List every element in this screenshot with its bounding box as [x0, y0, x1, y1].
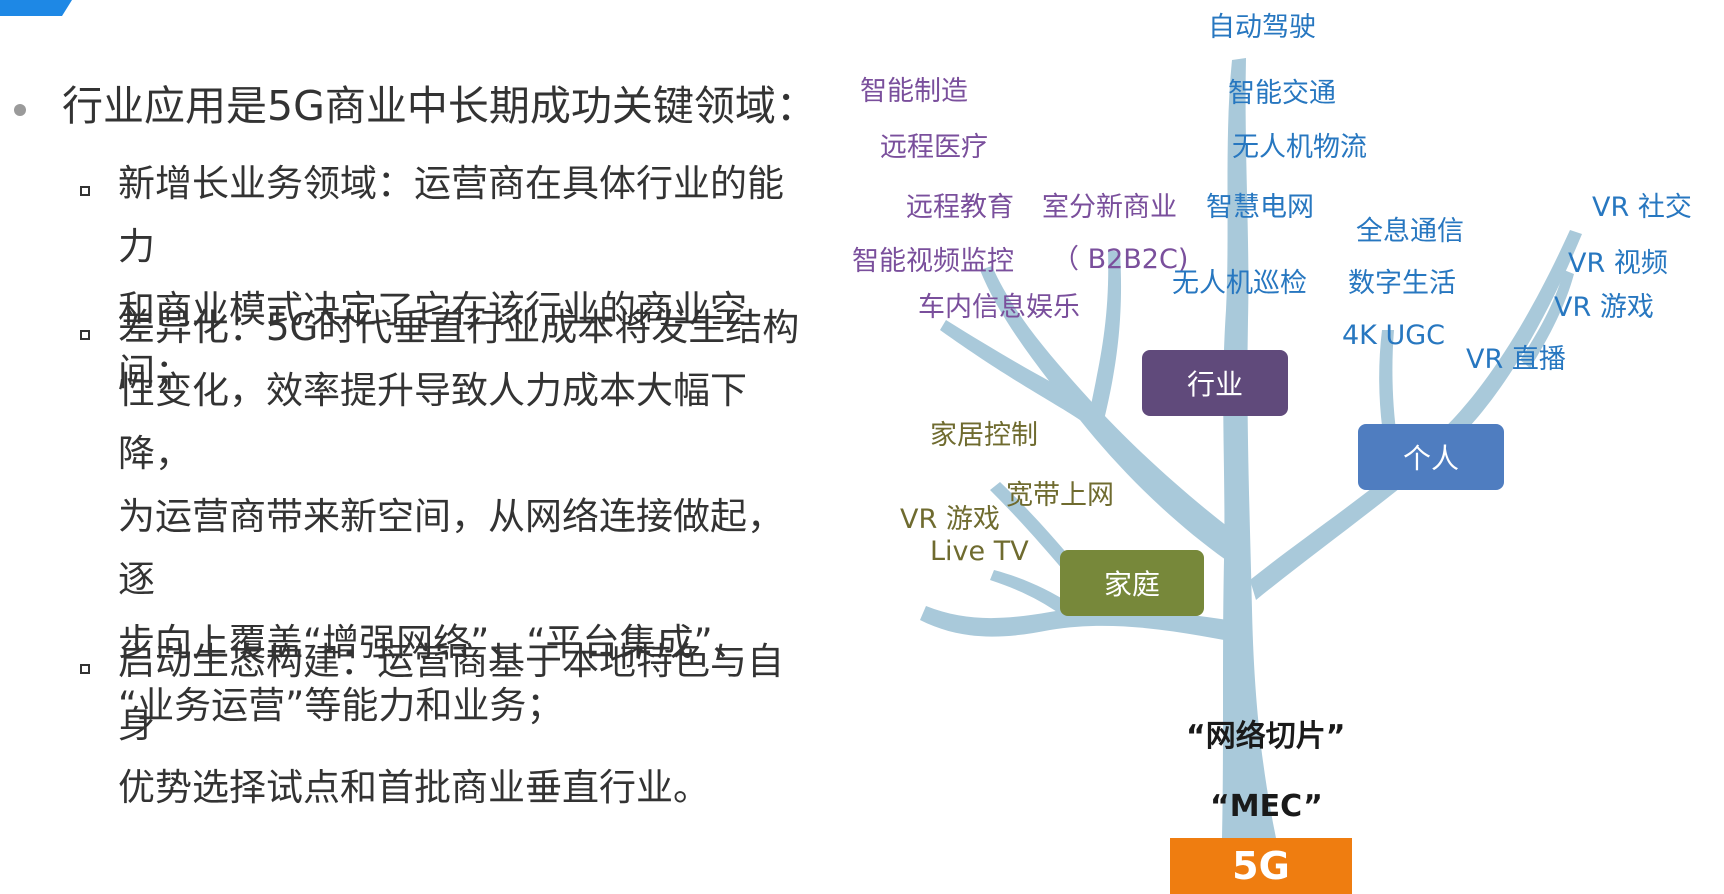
industry-item: （ B2B2C) — [1052, 244, 1189, 275]
industry-item: 无人机巡检 — [1172, 268, 1307, 299]
industry-item: 智能制造 — [860, 76, 968, 107]
mec-label: “MEC” — [1210, 789, 1323, 824]
home-item: 宽带上网 — [1006, 480, 1114, 511]
personal-item: VR 社交 — [1592, 192, 1692, 223]
home-item: 家居控制 — [930, 420, 1038, 451]
square-bullet-icon — [80, 186, 90, 196]
personal-item: 全息通信 — [1356, 216, 1464, 247]
industry-item: 车内信息娱乐 — [918, 292, 1080, 323]
industry-item: 智能视频监控 — [852, 246, 1014, 277]
personal-item: VR 视频 — [1568, 248, 1668, 279]
personal-branch-box: 个人 — [1358, 424, 1504, 490]
bullet-dot-icon — [14, 104, 26, 116]
personal-item: 数字生活 — [1348, 268, 1456, 299]
industry-item: 智慧电网 — [1206, 192, 1314, 223]
square-bullet-icon — [80, 664, 90, 674]
sub-bullet-line: 为运营商带来新空间，从网络连接做起，逐 — [118, 495, 784, 601]
sub-bullet-line: 性变化，效率提升导致人力成本大幅下降， — [118, 369, 747, 475]
corner-accent-shape — [0, 0, 72, 16]
sub-bullet-line: “业务运营”等能力和业务； — [118, 684, 564, 727]
personal-item: VR 直播 — [1466, 344, 1566, 375]
home-branch-box: 家庭 — [1060, 550, 1204, 616]
square-bullet-icon — [80, 330, 90, 340]
sub-bullet-line: 优势选择试点和首批商业垂直行业。 — [118, 766, 710, 809]
home-item: Live TV — [930, 536, 1029, 567]
network-slicing-label: “网络切片” — [1186, 719, 1346, 754]
sub-bullet-line: 新增长业务领域：运营商在具体行业的能力 — [118, 162, 784, 268]
bullet-list: 行业应用是5G商业中长期成功关键领域： 新增长业务领域：运营商在具体行业的能力 … — [0, 0, 860, 894]
industry-branch-box: 行业 — [1142, 350, 1288, 416]
tree-trunk-and-branches — [920, 58, 1582, 838]
home-item: VR 游戏 — [900, 504, 1000, 535]
industry-item: 智能交通 — [1228, 78, 1336, 109]
personal-item: 4K UGC — [1342, 320, 1446, 351]
main-bullet: 行业应用是5G商业中长期成功关键领域： — [62, 82, 817, 130]
industry-item: 室分新商业 — [1042, 192, 1177, 223]
industry-item: 自动驾驶 — [1208, 12, 1316, 43]
industry-item: 远程教育 — [906, 192, 1014, 223]
personal-item: VR 游戏 — [1554, 292, 1654, 323]
sub-bullet-1: 新增长业务领域：运营商在具体行业的能力 和商业模式决定了它在该行业的商业空间； — [118, 152, 818, 404]
industry-item: 远程医疗 — [880, 132, 988, 163]
sub-bullet-line: 差异化：5G时代垂直行业成本将发生结构 — [118, 306, 800, 349]
sub-bullet-3: 启动生态构建：运营商基于本地特色与自身 优势选择试点和首批商业垂直行业。 — [118, 630, 818, 819]
sub-bullet-line: 步向上覆盖“增强网络”、“平台集成”、 — [118, 621, 750, 664]
industry-item: 无人机物流 — [1232, 132, 1367, 163]
sub-bullet-2: 差异化：5G时代垂直行业成本将发生结构 性变化，效率提升导致人力成本大幅下降， … — [118, 296, 818, 737]
sub-bullet-line: 和商业模式决定了它在该行业的商业空间； — [118, 288, 747, 394]
root-5g-box: 5G — [1170, 838, 1352, 894]
sub-bullet-line: 启动生态构建：运营商基于本地特色与自身 — [118, 640, 784, 746]
